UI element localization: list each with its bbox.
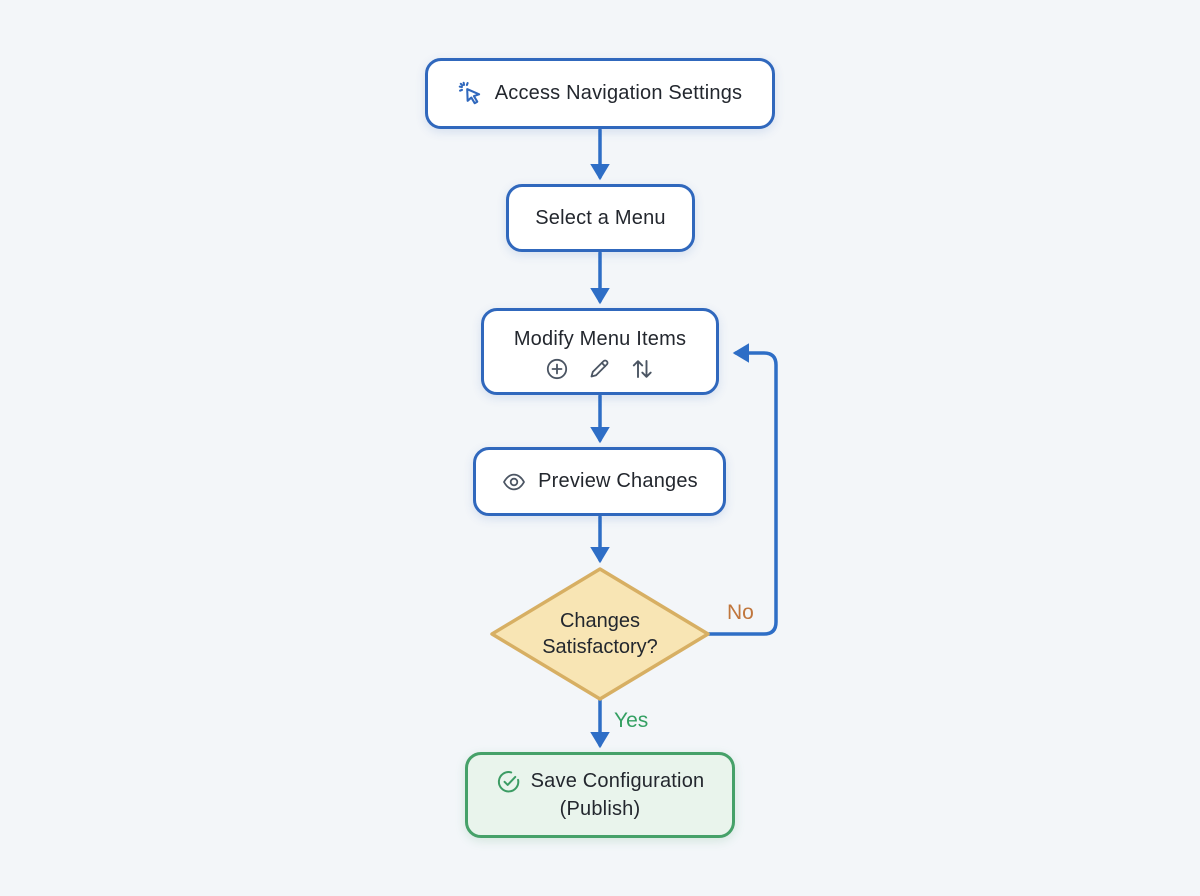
sort-vertical-icon — [632, 360, 652, 378]
eye-icon — [503, 473, 526, 490]
node-label: Preview Changes — [538, 470, 698, 492]
pencil-icon — [590, 359, 609, 378]
edge-label-yes: Yes — [614, 709, 649, 732]
decision-diamond-shape — [490, 567, 710, 701]
decision-line-1: Changes — [559, 610, 641, 632]
cursor-click-icon — [458, 81, 480, 104]
plus-circle-icon — [546, 358, 568, 380]
node-select-a-menu: Select a Menu — [506, 184, 695, 252]
node-label: Access Navigation Settings — [494, 82, 743, 104]
edge-label-no: No — [727, 601, 754, 624]
modify-icon-row — [545, 357, 655, 381]
save-line-1-row: Save Configuration — [496, 769, 705, 794]
node-access-navigation-settings: Access Navigation Settings — [425, 58, 775, 129]
save-line-1: Save Configuration — [530, 770, 705, 792]
edge-decision-modify-loop — [704, 343, 778, 636]
node-save-configuration: Save Configuration (Publish) — [465, 752, 735, 838]
node-modify-menu-items: Modify Menu Items — [481, 308, 719, 395]
node-label: Select a Menu — [535, 206, 666, 229]
decision-line-2: Satisfactory? — [542, 636, 658, 658]
node-decision-changes-satisfactory: Changes Satisfactory? — [488, 565, 712, 703]
save-line-2: (Publish) — [559, 798, 641, 820]
node-label: Modify Menu Items — [513, 328, 687, 350]
check-circle-icon — [497, 771, 519, 793]
decision-label: Changes Satisfactory? — [488, 565, 712, 703]
node-preview-changes: Preview Changes — [473, 447, 726, 516]
